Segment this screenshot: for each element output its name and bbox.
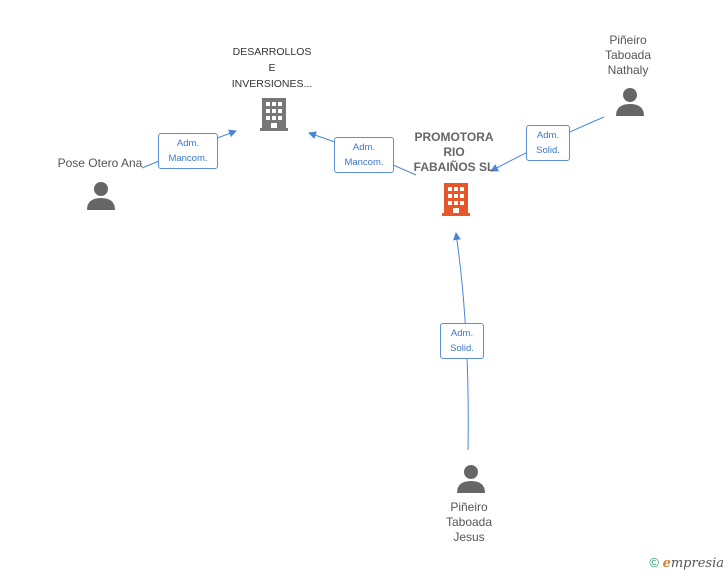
relation-label-jesus-promotora[interactable]: Adm. Solid. [440, 323, 484, 359]
building-icon[interactable] [258, 96, 290, 132]
relation-role: Adm. [536, 130, 560, 141]
copyright-notice: © empresia [649, 555, 724, 571]
copyright-icon: © [649, 555, 659, 570]
person-label-pose[interactable]: Pose Otero Ana [44, 156, 156, 171]
company-label-promotora[interactable]: PROMOTORA RIO FABAIÑOS SL [393, 130, 515, 175]
relation-type: Mancom. [344, 157, 384, 168]
person-label-line: Taboada [445, 515, 493, 529]
empresia-logo[interactable]: empresia [663, 556, 724, 571]
relation-role: Adm. [450, 328, 474, 339]
relation-type: Solid. [536, 145, 560, 156]
relation-label-promotora-desarrollos[interactable]: Adm. Mancom. [334, 137, 394, 173]
company-label-line: DESARROLLOS [232, 46, 312, 58]
person-label-line: Piñeiro [609, 33, 647, 47]
person-icon[interactable] [86, 181, 116, 211]
person-label-line: Piñeiro [450, 500, 488, 514]
building-icon[interactable] [440, 181, 472, 217]
brand-initial: e [662, 556, 671, 571]
relation-label-pose-desarrollos[interactable]: Adm. Mancom. [158, 133, 218, 169]
company-label-line: PROMOTORA [414, 130, 494, 144]
person-icon[interactable] [456, 464, 486, 494]
person-label-line: Pose Otero Ana [57, 156, 143, 170]
relation-label-nathaly-promotora[interactable]: Adm. Solid. [526, 125, 570, 161]
company-label-desarrollos[interactable]: DESARROLLOS E INVERSIONES... [212, 44, 332, 92]
brand-name: mpresia [670, 556, 724, 571]
relation-role: Adm. [176, 138, 200, 149]
company-label-line: E [268, 62, 276, 74]
person-label-line: Taboada [604, 48, 652, 62]
relation-type: Solid. [450, 343, 474, 354]
person-label-jesus[interactable]: Piñeiro Taboada Jesus [426, 500, 512, 545]
company-label-line: FABAIÑOS SL [413, 160, 495, 174]
company-label-line: INVERSIONES... [231, 78, 313, 90]
person-icon[interactable] [615, 87, 645, 117]
person-label-nathaly[interactable]: Piñeiro Taboada Nathaly [585, 33, 671, 78]
company-label-line: RIO [443, 145, 465, 159]
person-label-line: Jesus [453, 530, 485, 544]
relation-role: Adm. [352, 142, 376, 153]
relation-type: Mancom. [168, 153, 208, 164]
person-label-line: Nathaly [607, 63, 649, 77]
